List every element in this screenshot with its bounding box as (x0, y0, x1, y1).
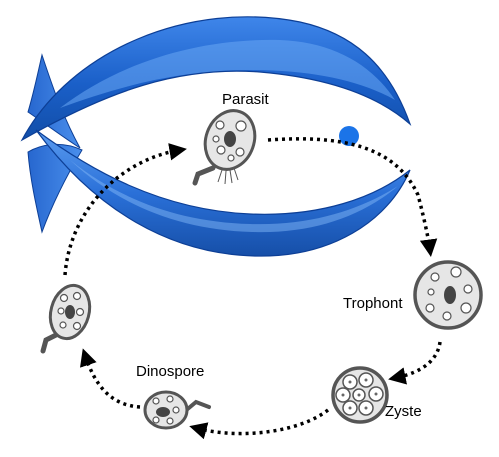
trophont-cell (413, 260, 483, 330)
arrow-attached-to-parasite (63, 143, 187, 276)
fish (20, 16, 412, 257)
cycle-arrows (63, 137, 442, 440)
parasite-stalk (192, 165, 216, 186)
parasite-cell (192, 109, 257, 186)
attaching-stalk (40, 331, 61, 354)
trophont-nucleus (444, 286, 456, 304)
fish-body-upper-highlight (60, 39, 395, 108)
fish-eye (339, 126, 359, 146)
label-trophont: Trophont (343, 295, 403, 312)
arrow-parasite-to-trophont (267, 137, 438, 257)
label-dinospore: Dinospore (136, 363, 205, 380)
attaching-cell (40, 283, 92, 354)
label-parasite: Parasit (222, 91, 269, 108)
parasite-nucleus (224, 131, 236, 147)
parasite-rhizoids (217, 167, 239, 185)
dinospore-cell (143, 390, 211, 430)
attaching-nucleus (65, 305, 75, 319)
dinospore-nucleus (156, 407, 170, 417)
cyst-cell (331, 366, 389, 424)
arrow-cyst-to-dinospore (189, 408, 330, 440)
label-cyst: Zyste (385, 403, 422, 420)
arrow-dinospore-to-attached (80, 348, 141, 409)
arrow-trophont-to-cyst (388, 341, 442, 385)
